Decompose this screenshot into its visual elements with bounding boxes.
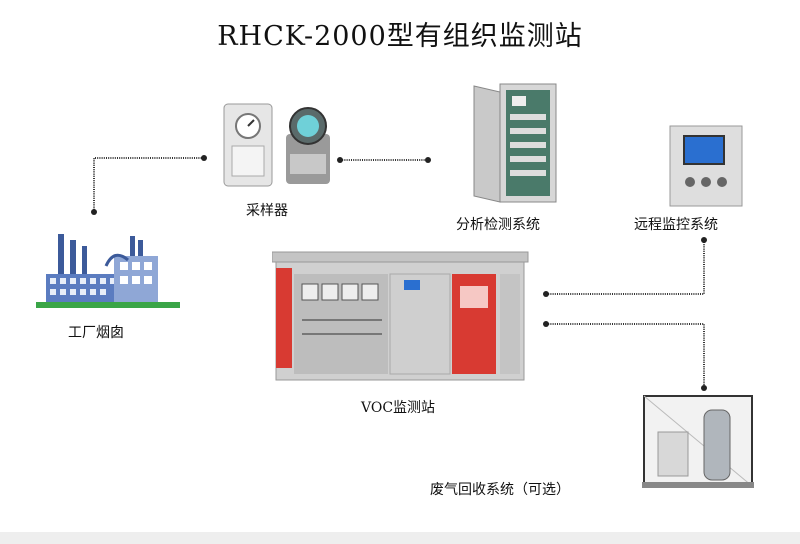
- connector-factory-sampler: [93, 157, 204, 212]
- remote-label: 远程监控系统: [634, 217, 718, 233]
- connector-station-recovery: [546, 323, 705, 388]
- voc-station-node: [271, 250, 530, 390]
- recovery-node: [642, 392, 754, 490]
- remote-node: [668, 124, 744, 208]
- station-container-icon: [271, 251, 529, 381]
- factory-label: 工厂烟囱: [68, 325, 124, 341]
- connector-station-remote: [546, 240, 705, 295]
- sampler-node: [216, 94, 334, 194]
- analysis-node: [470, 78, 560, 206]
- tank-icon: [642, 395, 754, 488]
- recovery-label: 废气回收系统（可选）: [430, 482, 570, 498]
- factory-chimney-icon: [36, 234, 180, 308]
- cabinet-icon: [473, 83, 557, 203]
- analysis-label: 分析检测系统: [456, 217, 540, 233]
- factory-node: [36, 226, 184, 316]
- bottom-band: [0, 532, 800, 544]
- sampler-icon: [223, 103, 330, 187]
- voc-station-label: VOC监测站: [361, 400, 436, 416]
- control-panel-icon: [669, 125, 743, 207]
- diagram-title: RHCK-2000型有组织监测站: [217, 21, 583, 52]
- sampler-label: 采样器: [246, 203, 288, 219]
